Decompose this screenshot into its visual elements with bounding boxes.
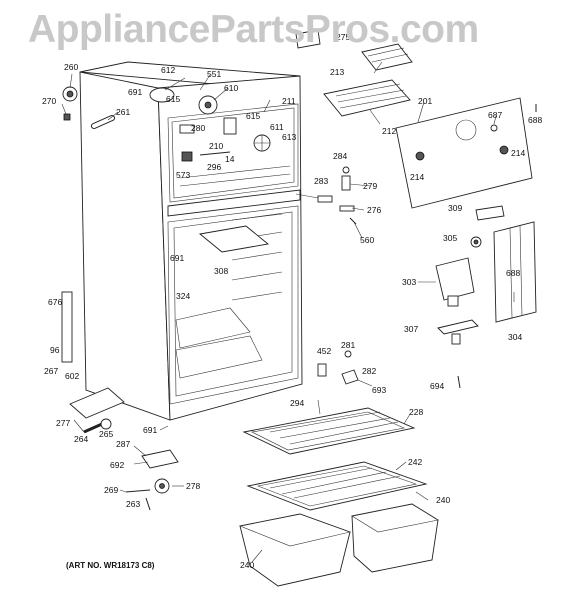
- part-201: [395, 97, 533, 209]
- leader-lines: [61, 61, 515, 563]
- callout-240-right: 240: [436, 495, 451, 505]
- part-242: [246, 461, 428, 511]
- part-260: [62, 86, 78, 121]
- callout-240-left: 240: [240, 560, 255, 570]
- part-452-281-282: [317, 350, 461, 389]
- callout-688-mid: 688: [506, 268, 521, 278]
- callout-551: 551: [207, 69, 222, 79]
- callout-211: 211: [282, 96, 296, 106]
- part-303: [435, 257, 475, 307]
- part-278-269: [125, 478, 170, 511]
- callout-280: 280: [191, 123, 206, 133]
- callout-691-top: 691: [128, 87, 143, 97]
- callout-278: 278: [186, 481, 201, 491]
- callout-287: 287: [116, 439, 131, 449]
- callout-261: 261: [116, 107, 131, 117]
- callout-615-mid: 615: [246, 111, 261, 121]
- callout-296: 296: [207, 162, 222, 172]
- callout-452: 452: [317, 346, 332, 356]
- callout-612: 612: [161, 65, 176, 75]
- callout-281: 281: [341, 340, 356, 350]
- part-309: [475, 205, 505, 221]
- callout-283: 283: [314, 176, 329, 186]
- callout-573: 573: [176, 170, 191, 180]
- callout-284: 284: [333, 151, 348, 161]
- callout-228: 228: [409, 407, 424, 417]
- callout-305: 305: [443, 233, 458, 243]
- art-number: (ART NO. WR18173 C8): [66, 561, 155, 570]
- callout-212: 212: [382, 126, 397, 136]
- callout-693: 693: [372, 385, 387, 395]
- callout-676: 676: [48, 297, 63, 307]
- callout-613: 613: [282, 132, 297, 142]
- callout-307: 307: [404, 324, 419, 334]
- callout-691-mid: 691: [170, 253, 185, 263]
- callout-308: 308: [214, 266, 229, 276]
- callout-277: 277: [56, 418, 71, 428]
- callout-615-top: 615: [166, 94, 181, 104]
- part-275: [295, 29, 321, 49]
- callout-263: 263: [126, 499, 141, 509]
- callout-694: 694: [430, 381, 445, 391]
- part-287: [141, 449, 179, 469]
- callout-304: 304: [508, 332, 523, 342]
- callout-282: 282: [362, 366, 377, 376]
- callout-303: 303: [402, 277, 417, 287]
- callout-201: 201: [418, 96, 433, 106]
- callout-692: 692: [110, 460, 125, 470]
- callout-214-right: 214: [511, 148, 526, 158]
- callout-210: 210: [209, 141, 224, 151]
- callout-691-bottom: 691: [143, 425, 158, 435]
- part-304: [493, 221, 537, 323]
- callout-560: 560: [360, 235, 375, 245]
- callout-267: 267: [44, 366, 59, 376]
- callout-688-top: 688: [528, 115, 543, 125]
- callout-602: 602: [65, 371, 80, 381]
- callout-260: 260: [64, 62, 79, 72]
- part-212: [323, 79, 411, 117]
- part-213: [361, 43, 413, 71]
- part-307: [437, 319, 479, 345]
- callout-324: 324: [176, 291, 191, 301]
- callout-275: 275: [336, 32, 351, 42]
- part-308: [198, 225, 270, 253]
- part-283-279: [317, 166, 357, 225]
- callout-270: 270: [42, 96, 57, 106]
- callout-687: 687: [488, 110, 503, 120]
- watermark-logo: AppliancePartsPros.com: [28, 8, 479, 51]
- callout-279: 279: [363, 181, 378, 191]
- callout-611: 611: [270, 122, 284, 132]
- part-228: [242, 407, 416, 455]
- callout-96: 96: [50, 345, 60, 355]
- cabinet: [61, 61, 303, 421]
- part-264-265: [83, 418, 112, 434]
- callout-269: 269: [104, 485, 119, 495]
- callout-294: 294: [290, 398, 305, 408]
- callout-242: 242: [408, 457, 423, 467]
- callout-213: 213: [330, 67, 345, 77]
- callout-214-left: 214: [410, 172, 425, 182]
- part-305: [470, 236, 482, 248]
- callout-14: 14: [225, 154, 235, 164]
- callout-265: 265: [99, 429, 114, 439]
- callout-276: 276: [367, 205, 382, 215]
- callout-264: 264: [74, 434, 89, 444]
- callout-309: 309: [448, 203, 463, 213]
- control-parts: [149, 87, 271, 162]
- part-240: [238, 503, 439, 587]
- callout-610: 610: [224, 83, 239, 93]
